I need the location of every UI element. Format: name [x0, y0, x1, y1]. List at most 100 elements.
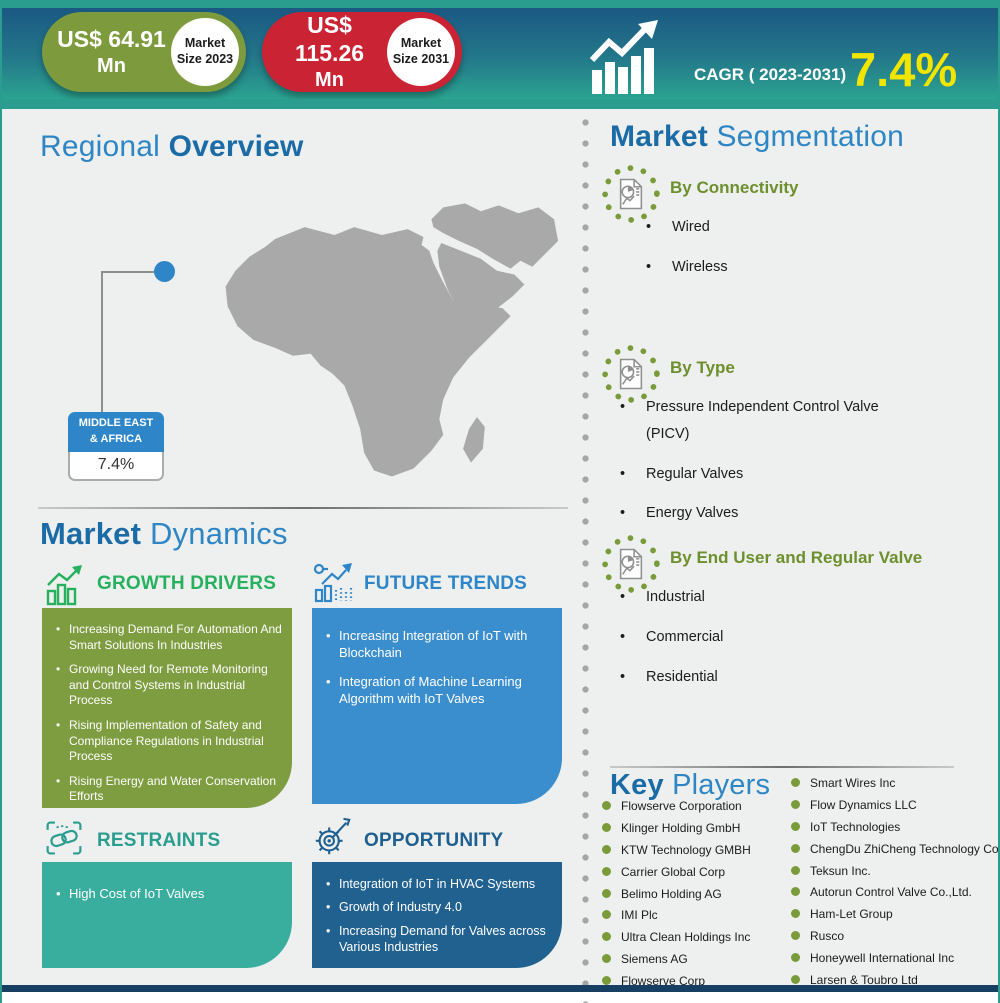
segment-list: Wired Wireless [642, 214, 994, 281]
segment-by-connectivity: By Connectivity Wired Wireless [602, 165, 994, 294]
vertical-dotted-divider [582, 112, 589, 1003]
list-item: Integration of IoT in HVAC Systems [326, 876, 552, 893]
market-size-2031-badge: US$ 115.26 Mn Market Size 2031 [262, 12, 462, 92]
list-item: Klinger Holding GmbH [602, 821, 751, 843]
document-chart-icon [602, 165, 660, 223]
title-light: Regional [40, 130, 161, 163]
regional-overview-title: Regional Overview [40, 130, 304, 164]
list-item: Flowserve Corporation [602, 799, 751, 821]
restraints-heading: RESTRAINTS [97, 830, 221, 851]
title-light: Segmentation [716, 120, 904, 153]
key-players-title: Key Players [610, 769, 770, 802]
segment-title: By Type [670, 358, 735, 377]
top-banner: US$ 64.91 Mn Market Size 2023 US$ 115.26… [2, 8, 998, 99]
title-bold: Overview [168, 130, 304, 163]
list-item: Siemens AG [602, 952, 751, 974]
list-item: IoT Technologies [791, 820, 998, 842]
market-size-2023-label: Market Size 2023 [171, 18, 239, 86]
title-light: Players [672, 769, 771, 801]
value-text: US$ 64.91 [57, 26, 166, 53]
segment-list: Industrial Commercial Residential [616, 584, 994, 690]
list-item: Ultra Clean Holdings Inc [602, 930, 751, 952]
footer-bar [2, 985, 998, 992]
list-item: Ham-Let Group [791, 907, 998, 929]
list-item: Growing Need for Remote Monitoring and C… [56, 662, 282, 709]
list-item: Industrial [616, 584, 994, 611]
list-item: Autorun Control Valve Co.,Ltd. [791, 885, 998, 907]
segment-list: Pressure Independent Control Valve (PICV… [616, 394, 994, 527]
list-item: Carrier Global Corp [602, 865, 751, 887]
title-bold: Market [610, 120, 708, 153]
key-players-column-1: Flowserve Corporation Klinger Holding Gm… [602, 799, 751, 996]
key-players-column-2: Smart Wires Inc Flow Dynamics LLC IoT Te… [791, 776, 998, 995]
region-callout-value: 7.4% [68, 451, 164, 481]
list-item: Rising Energy and Water Conservation Eff… [56, 774, 282, 805]
market-size-2023-value: US$ 64.91 Mn [42, 26, 171, 78]
list-item: Integration of Machine Learning Algorith… [326, 674, 552, 708]
list-item: Wired [642, 214, 994, 241]
list-item: Rusco [791, 929, 998, 951]
list-item: Wireless [642, 254, 994, 281]
growth-drivers-box: Increasing Demand For Automation And Sma… [42, 608, 292, 808]
list-item: Residential [616, 664, 994, 691]
market-size-2031-label: Market Size 2031 [387, 18, 455, 86]
region-callout: MIDDLE EAST & AFRICA 7.4% [68, 412, 164, 481]
list-item: Commercial [616, 624, 994, 651]
segment-by-type: By Type Pressure Independent Control Val… [602, 345, 994, 540]
top-teal-strip [2, 0, 998, 8]
cagr-value: 7.4% [850, 43, 958, 96]
region-callout-name: MIDDLE EAST & AFRICA [68, 412, 164, 452]
list-item: Honeywell International Inc [791, 951, 998, 973]
list-item: Increasing Integration of IoT with Block… [326, 628, 552, 662]
list-item: ChengDu ZhiCheng Technology Co., Ltd. [791, 842, 998, 864]
list-item: Regular Valves [616, 461, 906, 488]
restraints-icon [46, 821, 82, 855]
future-trends-heading: FUTURE TRENDS [364, 573, 528, 594]
list-item: IMI Plc [602, 908, 751, 930]
list-item: Larsen & Toubro Ltd [791, 973, 998, 995]
content-area: Regional Overview MIDDLE EAST & AFRICA 7… [2, 109, 998, 1003]
cagr-label: CAGR ( 2023-2031) [694, 65, 847, 84]
list-item: Growth of Industry 4.0 [326, 899, 552, 916]
segment-title: By Connectivity [670, 178, 799, 197]
callout-line-vertical [101, 271, 103, 413]
list-item: Teksun Inc. [791, 864, 998, 886]
list-item: Smart Wires Inc [791, 776, 998, 798]
document-chart-icon [602, 345, 660, 403]
left-divider [38, 507, 568, 509]
growth-drivers-heading: GROWTH DRIVERS [97, 573, 277, 594]
title-light: Dynamics [149, 516, 288, 551]
list-item: Energy Valves [616, 500, 906, 527]
callout-dot [154, 261, 175, 282]
list-item: KTW Technology GMBH [602, 843, 751, 865]
future-trends-icon [313, 563, 353, 603]
market-segmentation-title: Market Segmentation [610, 120, 904, 154]
list-item: Pressure Independent Control Valve (PICV… [616, 394, 906, 448]
africa-middle-east-map [225, 203, 559, 477]
banner-bottom-strip [2, 99, 998, 109]
list-item: Belimo Holding AG [602, 887, 751, 909]
list-item: Flowserve Corp [602, 974, 751, 996]
right-divider [610, 766, 954, 768]
unit-text: Mn [315, 68, 344, 91]
restraints-box: High Cost of IoT Valves [42, 862, 292, 968]
list-item: Increasing Demand For Automation And Sma… [56, 622, 282, 653]
title-bold: Market [40, 516, 142, 551]
callout-line-horizontal [101, 271, 159, 273]
future-trends-box: Increasing Integration of IoT with Block… [312, 608, 562, 804]
growth-drivers-icon [46, 565, 82, 606]
opportunity-box: Integration of IoT in HVAC Systems Growt… [312, 862, 562, 968]
segment-title: By End User and Regular Valve [670, 548, 923, 567]
growth-chart-icon [589, 20, 658, 94]
value-text: US$ 115.26 [294, 12, 365, 66]
list-item: Rising Implementation of Safety and Comp… [56, 718, 282, 765]
market-dynamics-title: Market Dynamics [40, 516, 288, 552]
list-item: Increasing Demand for Valves across Vari… [326, 923, 552, 956]
list-item: High Cost of IoT Valves [56, 886, 282, 903]
opportunity-heading: OPPORTUNITY [364, 830, 504, 851]
unit-text: Mn [97, 54, 126, 77]
opportunity-icon [315, 817, 351, 855]
market-size-2023-badge: US$ 64.91 Mn Market Size 2023 [42, 12, 246, 92]
segment-by-end-user: By End User and Regular Valve Industrial… [602, 535, 994, 703]
